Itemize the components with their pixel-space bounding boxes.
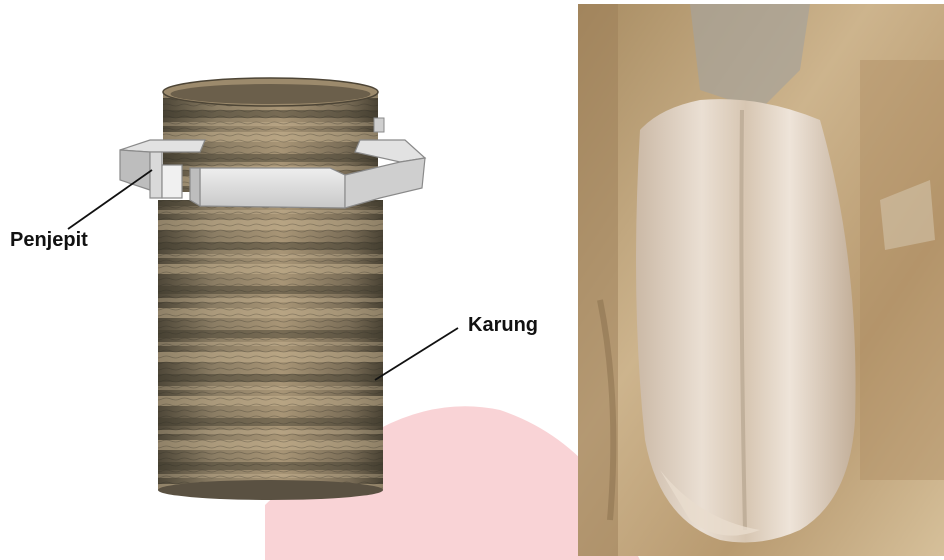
penjepit-leader-line	[68, 170, 152, 229]
cylinder-model	[120, 78, 425, 500]
karung-label: Karung	[468, 314, 538, 337]
sack-cylinder-body	[158, 200, 383, 500]
karung-leader-line	[375, 328, 458, 380]
sack-photo	[578, 4, 944, 556]
penjepit-label: Penjepit	[10, 229, 88, 252]
